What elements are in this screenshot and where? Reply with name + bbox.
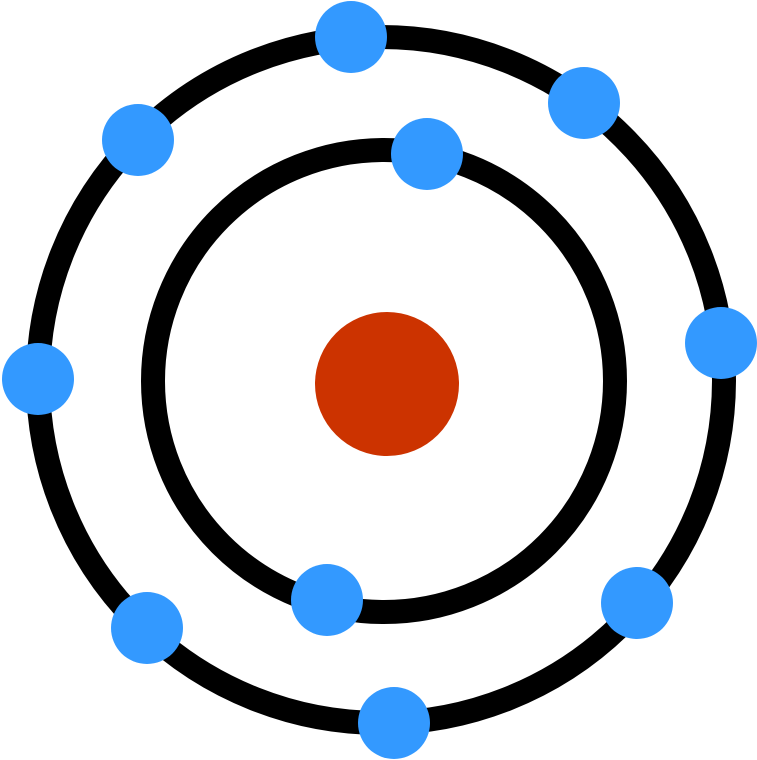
outer-shell-electron (315, 1, 387, 73)
inner-shell-electron (391, 118, 463, 190)
outer-shell-electron (111, 592, 183, 664)
outer-shell-electron (358, 687, 430, 759)
outer-shell-electron (548, 67, 620, 139)
outer-shell-electron (2, 343, 74, 415)
nucleus (315, 312, 459, 456)
outer-shell-electron (102, 104, 174, 176)
inner-shell-electron (291, 564, 363, 636)
inner-electron-shell (141, 138, 627, 624)
outer-shell-electron (685, 307, 757, 379)
outer-shell-electron (601, 567, 673, 639)
